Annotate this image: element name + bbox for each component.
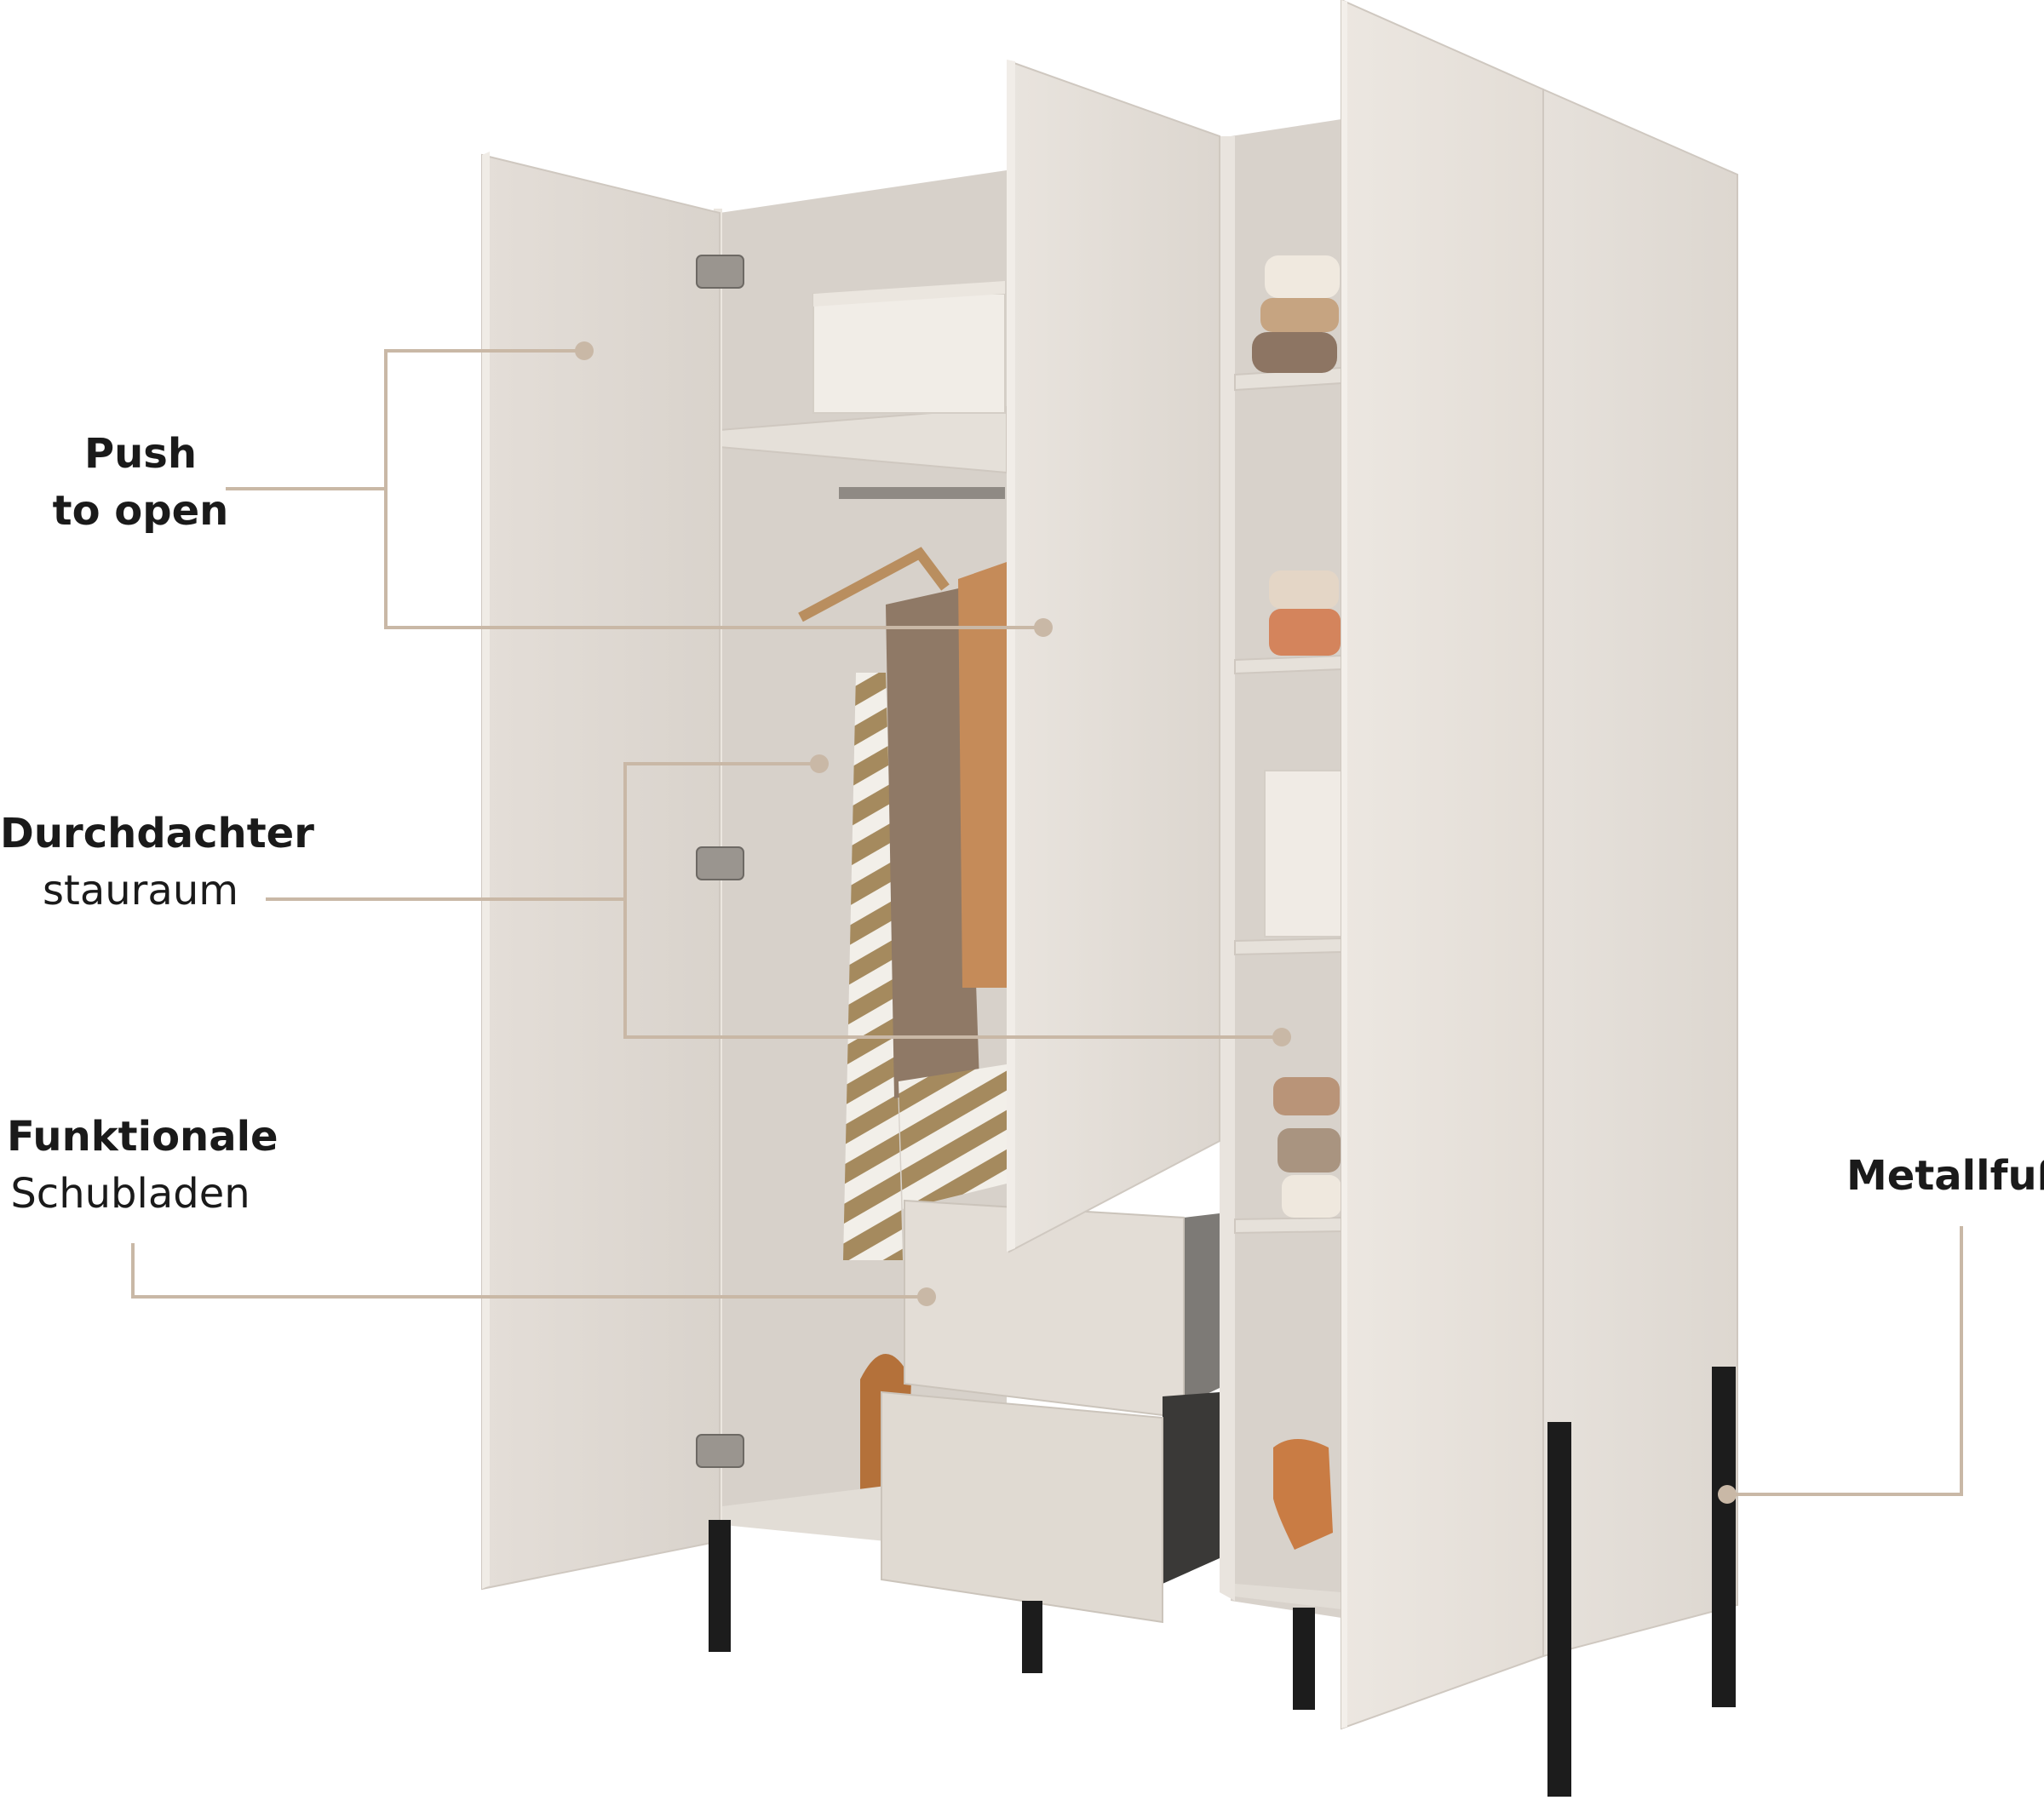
tan-shirt: [958, 562, 1007, 988]
drawer-box-upper: [1184, 1213, 1220, 1405]
feature-label-push-to-open: Push to open: [51, 426, 230, 540]
left-door-edge: [482, 152, 490, 1589]
hanger: [798, 547, 950, 622]
storage-cube: [1264, 770, 1342, 937]
feature-subtitle: to open: [52, 487, 229, 536]
hanging-rail: [839, 487, 1005, 499]
leader-lines: [131, 349, 1963, 1496]
feature-title: Durchdachter: [0, 810, 314, 857]
metal-legs: [709, 1367, 1736, 1797]
compartment-floor: [715, 1486, 886, 1541]
feature-subtitle: stauraum: [43, 867, 238, 915]
brown-cardigan: [886, 588, 979, 1098]
middle-door[interactable]: [1008, 60, 1220, 1253]
right-door-edge: [1341, 0, 1347, 1729]
striped-garment: [843, 673, 903, 1260]
right-closed-door[interactable]: [1341, 0, 1544, 1730]
feature-title: Funktionale: [7, 1113, 278, 1161]
hinge-icon: [696, 255, 744, 1468]
feature-title: Push: [83, 430, 198, 478]
storage-box: [812, 293, 1006, 414]
storage-box-lid: [813, 281, 1005, 307]
middle-door-edge: [1007, 60, 1015, 1252]
column-divider: [1220, 136, 1235, 1601]
striped-skirt: [899, 1064, 1007, 1209]
folded-knitwear: [1252, 255, 1341, 1218]
feature-label-metallfuss: Metallfuß: [1846, 1148, 2044, 1205]
drawer-box-lower: [1163, 1392, 1220, 1584]
feature-label-stauraum: Durchdachter stauraum: [0, 806, 314, 920]
right-column-floor: [1235, 1584, 1341, 1609]
drawer-unit: [881, 1199, 1220, 1624]
wardrobe-side-panel: [1542, 88, 1738, 1658]
feature-title: Metallfuß: [1846, 1152, 2044, 1200]
shoes: [1273, 1439, 1333, 1550]
leader-dots: [575, 341, 1737, 1504]
left-door[interactable]: [481, 153, 721, 1591]
feature-subtitle: Schubladen: [10, 1170, 250, 1218]
feature-label-schubladen: Funktionale Schubladen: [7, 1109, 278, 1223]
drawer-lower[interactable]: [881, 1390, 1163, 1624]
